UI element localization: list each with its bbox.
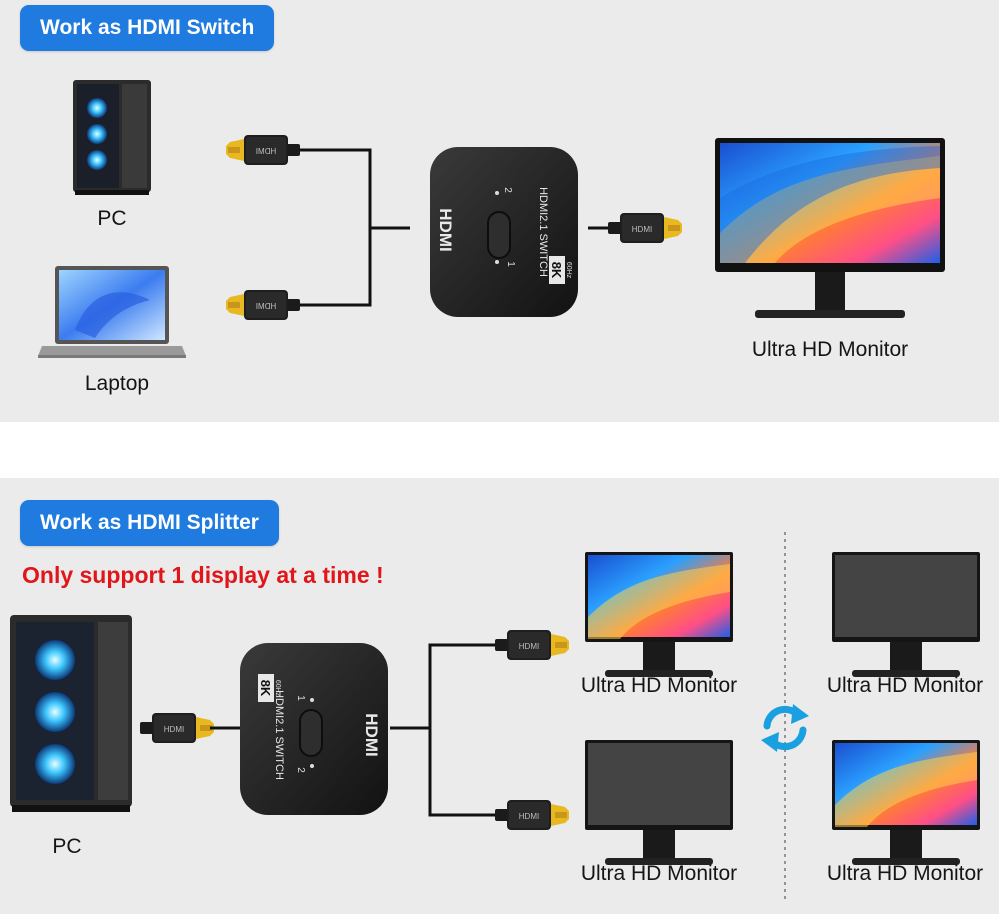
monitor-icon: [715, 138, 945, 318]
switch-input-cables: [300, 148, 410, 307]
laptop-icon: [38, 266, 186, 358]
monitor-label: Ultra HD Monitor: [580, 862, 738, 885]
switch-mode-badge: Work as HDMI Switch: [20, 5, 275, 51]
hdmi-plug-icon: [226, 135, 300, 165]
hdmi-logo: HDMI: [362, 713, 381, 756]
svg-text:1: 1: [505, 261, 516, 267]
monitor-icon: [585, 552, 733, 677]
svg-text:8K: 8K: [549, 262, 564, 279]
svg-text:2: 2: [502, 187, 513, 193]
monitor-label: Ultra HD Monitor: [826, 674, 984, 697]
monitor-icon: [585, 740, 733, 865]
pc-tower-icon: [10, 615, 132, 812]
hdmi-plug-icon: [226, 290, 300, 320]
model-text: HDMI2.1 SWITCH: [537, 187, 549, 277]
hdmi-switch-box: HDMI 2 1 HDMI2.1 SWITCH 8K 60Hz: [430, 147, 578, 317]
monitor-icon: [832, 552, 980, 677]
svg-text:60Hz: 60Hz: [274, 680, 281, 697]
hdmi-plug-icon: [495, 800, 569, 830]
monitor-label: Ultra HD Monitor: [826, 862, 984, 885]
splitter-output-cables: [390, 643, 500, 817]
model-text: HDMI2.1 SWITCH: [273, 690, 285, 780]
splitter-mode-panel: [0, 478, 999, 914]
hdmi-plug-icon: [495, 630, 569, 660]
svg-text:1: 1: [295, 695, 306, 701]
pc-label: PC: [97, 207, 127, 230]
warning-text: Only support 1 display at a time !: [22, 562, 384, 588]
monitor-label: Ultra HD Monitor: [580, 674, 738, 697]
pc-tower-icon: [73, 80, 151, 195]
hdmi-logo: HDMI: [436, 208, 455, 251]
svg-text:60Hz: 60Hz: [565, 262, 572, 279]
hdmi-switch-box: HDMI HDMI2.1 SWITCH 1 2 8K 60Hz: [240, 643, 388, 815]
hdmi-plug-icon: [140, 713, 214, 743]
monitor-icon: [832, 740, 980, 865]
splitter-mode-badge: Work as HDMI Splitter: [20, 500, 279, 546]
swap-arrows-icon: [761, 704, 809, 752]
pc-label: PC: [52, 835, 82, 858]
monitor-label: Ultra HD Monitor: [751, 338, 909, 361]
laptop-label: Laptop: [84, 372, 150, 395]
svg-text:8K: 8K: [258, 680, 273, 697]
svg-text:2: 2: [295, 767, 306, 773]
hdmi-plug-icon: [608, 213, 682, 243]
